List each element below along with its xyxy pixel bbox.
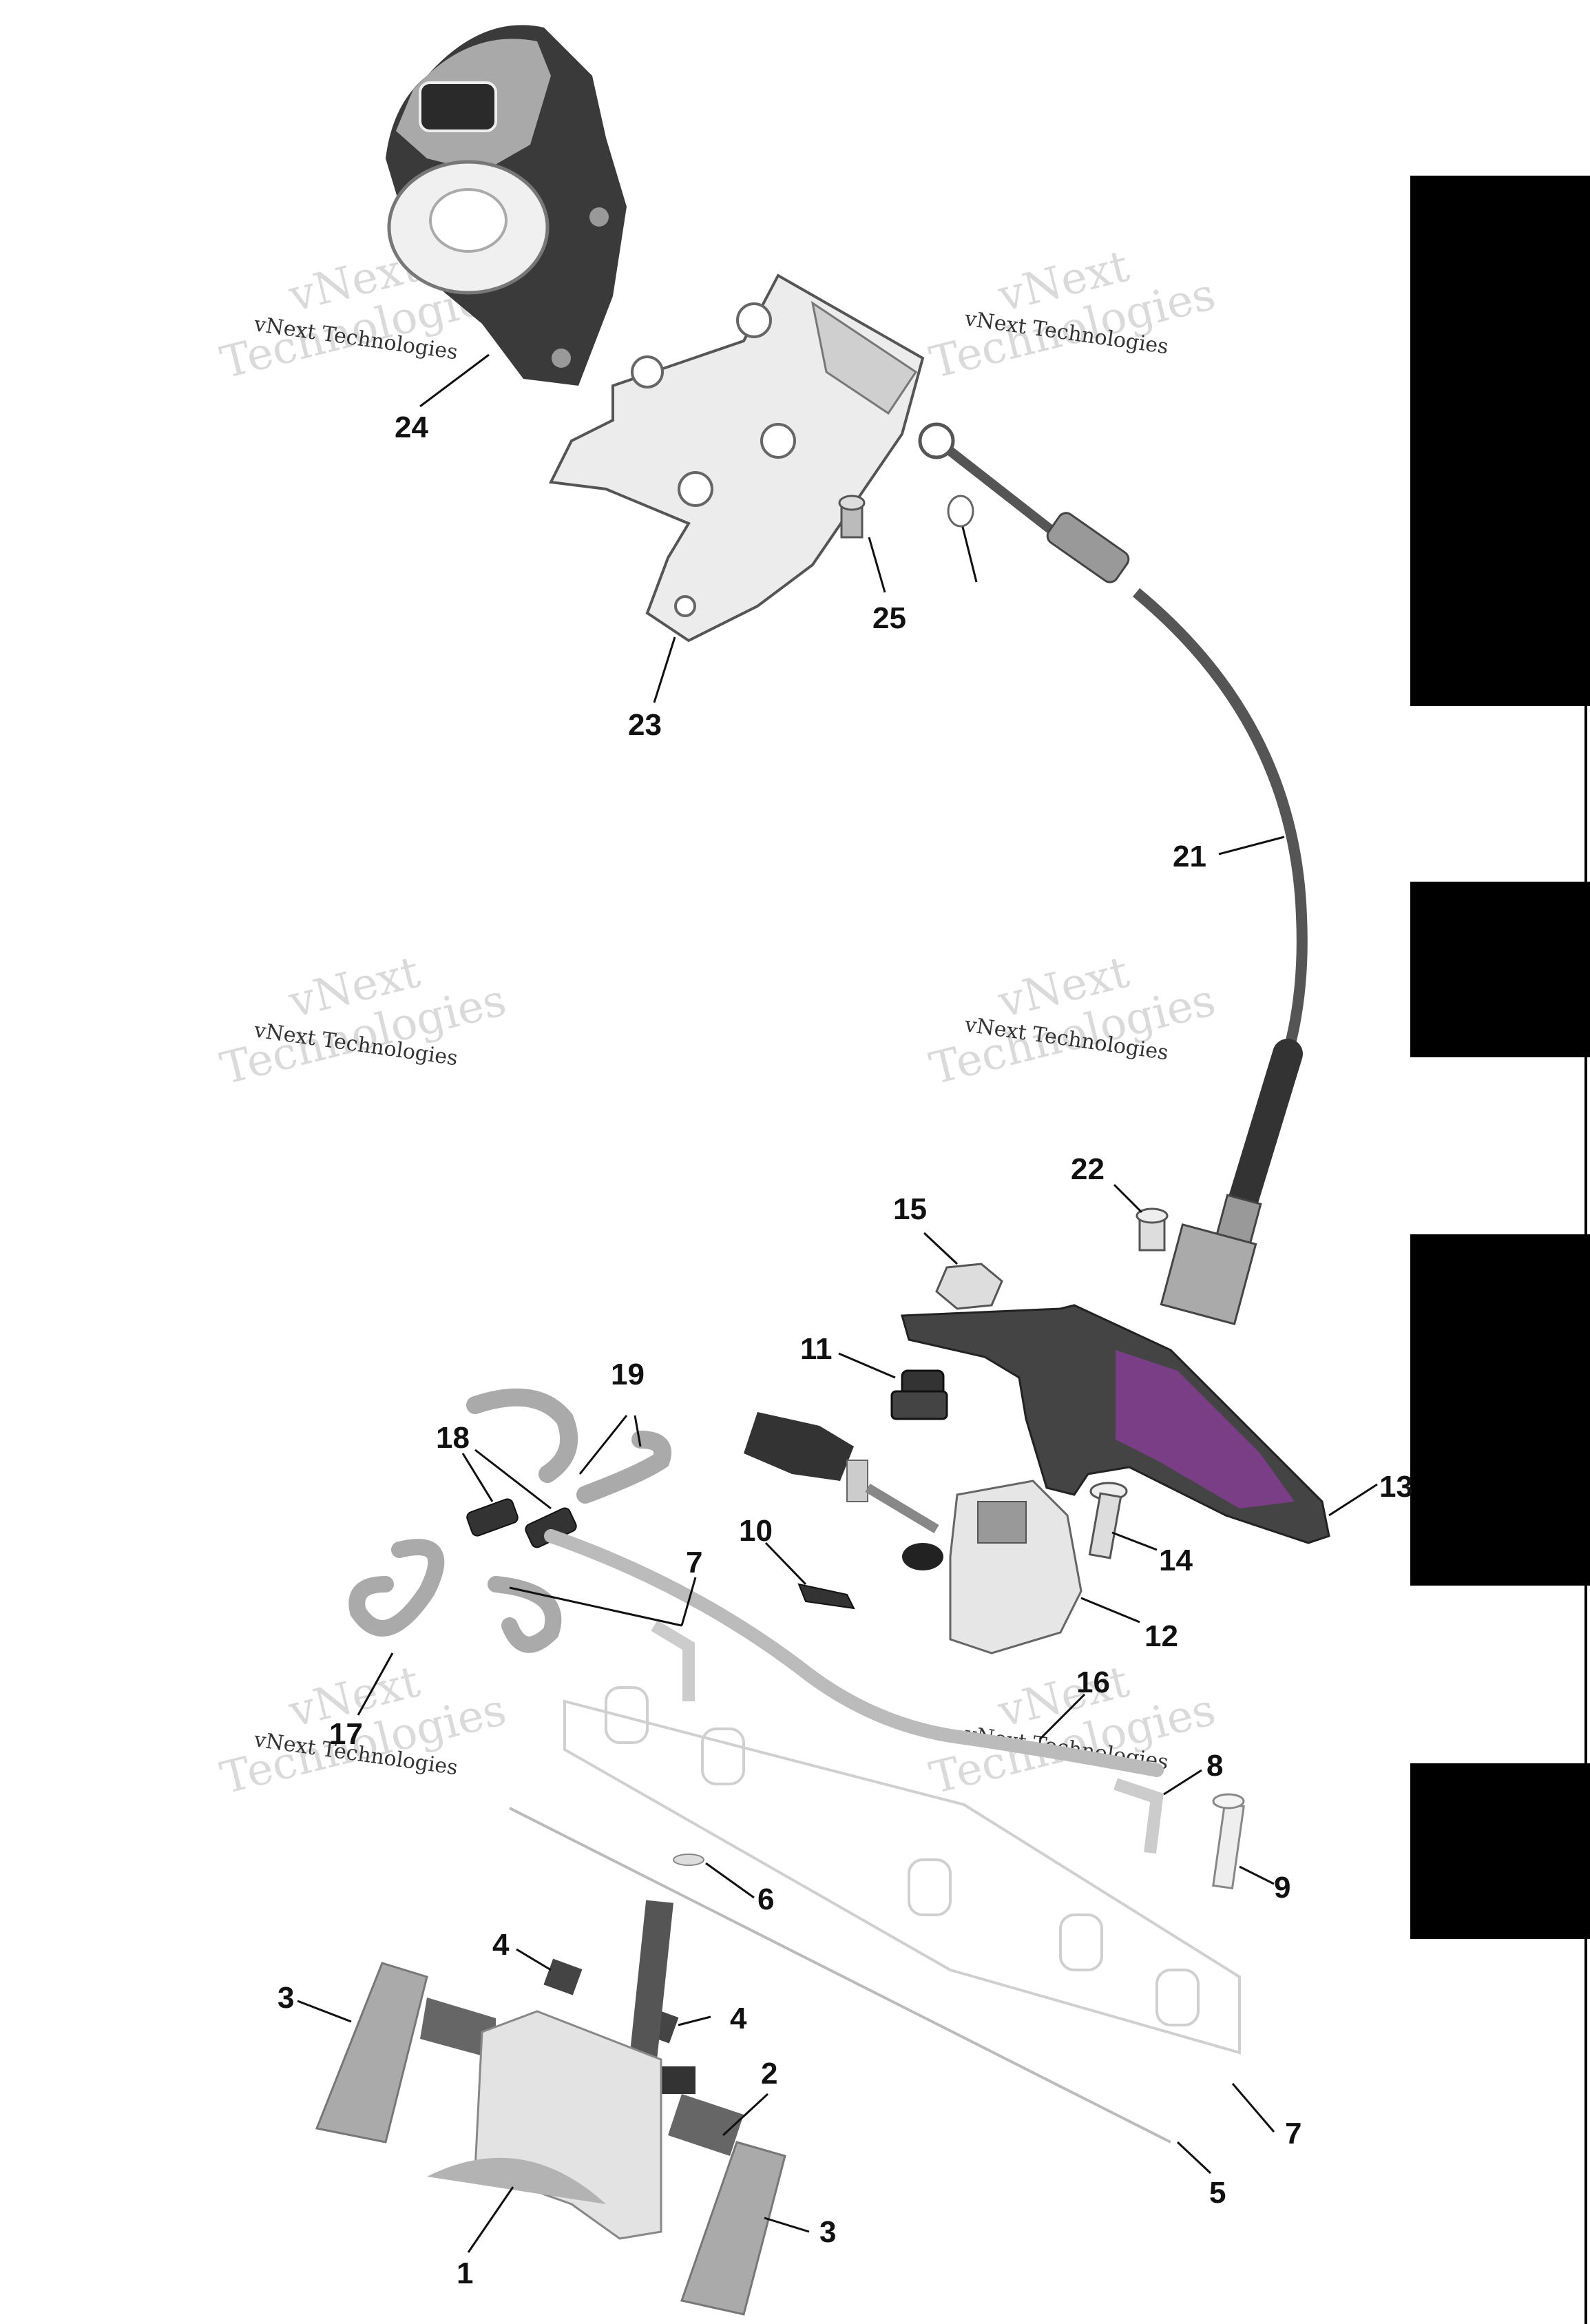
part-23-actuator-motor[interactable] [386, 25, 627, 386]
callout-19[interactable]: 19 [611, 1358, 645, 1391]
part-11-bumper[interactable] [890, 1369, 948, 1420]
callout-1[interactable]: 1 [457, 2256, 473, 2290]
part-20-cable[interactable] [918, 422, 1308, 1326]
part-8-pin[interactable] [673, 1854, 704, 1866]
callout-labels: 24 23 25 21 22 15 11 13 14 12 10 19 18 7… [278, 411, 1413, 2290]
watermark-mid-right: vNext Technologies [925, 946, 1220, 1094]
watermark-top-right: vNext Technologies [925, 240, 1220, 388]
callout-3-left[interactable]: 3 [278, 1981, 294, 2015]
callout-17[interactable]: 17 [329, 1717, 363, 1751]
callout-24[interactable]: 25 [872, 601, 906, 635]
callout-15[interactable]: 15 [893, 1192, 927, 1226]
section-tabs [1410, 176, 1590, 2324]
watermark-low-right: vNext Technologies [925, 1656, 1220, 1804]
callout-12[interactable]: 12 [1144, 1619, 1178, 1653]
leader-lines [297, 353, 1378, 2253]
part-6-housing[interactable] [563, 1686, 1241, 2055]
part-9-pad[interactable] [797, 1583, 855, 1610]
part-7-fitting-a[interactable] [651, 1620, 695, 1701]
part-21-bolt[interactable] [1136, 1207, 1169, 1252]
part-10-bolt[interactable] [1212, 1793, 1245, 1890]
watermark-mid-left: vNext Technologies [216, 946, 511, 1094]
callout-16[interactable]: 16 [1076, 1666, 1110, 1699]
section-tab-2[interactable] [1410, 882, 1590, 1057]
part-25-washer[interactable] [947, 495, 974, 528]
part-24-stud[interactable] [838, 495, 866, 539]
callout-20[interactable]: 21 [1173, 840, 1206, 873]
callout-8[interactable]: 6 [757, 1882, 774, 1916]
callout-2[interactable]: 2 [761, 2057, 777, 2090]
part-1-housing-block[interactable] [427, 2010, 662, 2240]
section-tab-1[interactable] [1410, 176, 1590, 706]
part-18-check-valves[interactable] [466, 1497, 578, 1549]
part-13-lever[interactable] [901, 1304, 1330, 1544]
callout-23[interactable]: 24 [395, 411, 428, 444]
callout-22[interactable]: 23 [628, 708, 662, 742]
callout-13[interactable]: 13 [1379, 1470, 1413, 1504]
part-22-bracket[interactable] [548, 273, 925, 643]
callout-10[interactable]: 9 [1274, 1871, 1290, 1905]
callout-7-lower[interactable]: 8 [1206, 1749, 1223, 1783]
part-4-spring-a[interactable] [543, 1958, 583, 1995]
section-tab-4[interactable] [1410, 1763, 1590, 1939]
callout-7-upper[interactable]: 7 [686, 1546, 702, 1579]
callout-3-right[interactable]: 3 [819, 2215, 836, 2249]
callout-4-right[interactable]: 4 [730, 2002, 747, 2035]
section-tab-3[interactable] [1410, 1234, 1590, 1586]
callout-5[interactable]: 5 [1209, 2176, 1226, 2210]
part-15-nut[interactable] [935, 1263, 1003, 1310]
callout-6[interactable]: 7 [1285, 2117, 1301, 2150]
part-7-fitting-b[interactable] [1113, 1778, 1164, 1854]
callout-4-left[interactable]: 4 [492, 1928, 510, 1962]
callout-11[interactable]: 11 [800, 1332, 833, 1366]
callout-9[interactable]: 10 [739, 1514, 773, 1548]
part-16-hose[interactable] [544, 1529, 1164, 1777]
part-3-pin-a[interactable] [315, 1962, 428, 2144]
callout-21[interactable]: 22 [1071, 1152, 1105, 1186]
part-19-hoses[interactable] [466, 1388, 671, 1504]
part-14-bolt[interactable] [1088, 1482, 1128, 1559]
part-17-hose[interactable] [348, 1539, 562, 1653]
callout-14[interactable]: 14 [1159, 1544, 1193, 1577]
part-5-gasket[interactable] [509, 1807, 1171, 2144]
part-12-switch-assembly[interactable] [744, 1412, 1082, 1654]
callout-18[interactable]: 18 [436, 1421, 470, 1455]
part-3-pin-b[interactable] [680, 2141, 786, 2316]
